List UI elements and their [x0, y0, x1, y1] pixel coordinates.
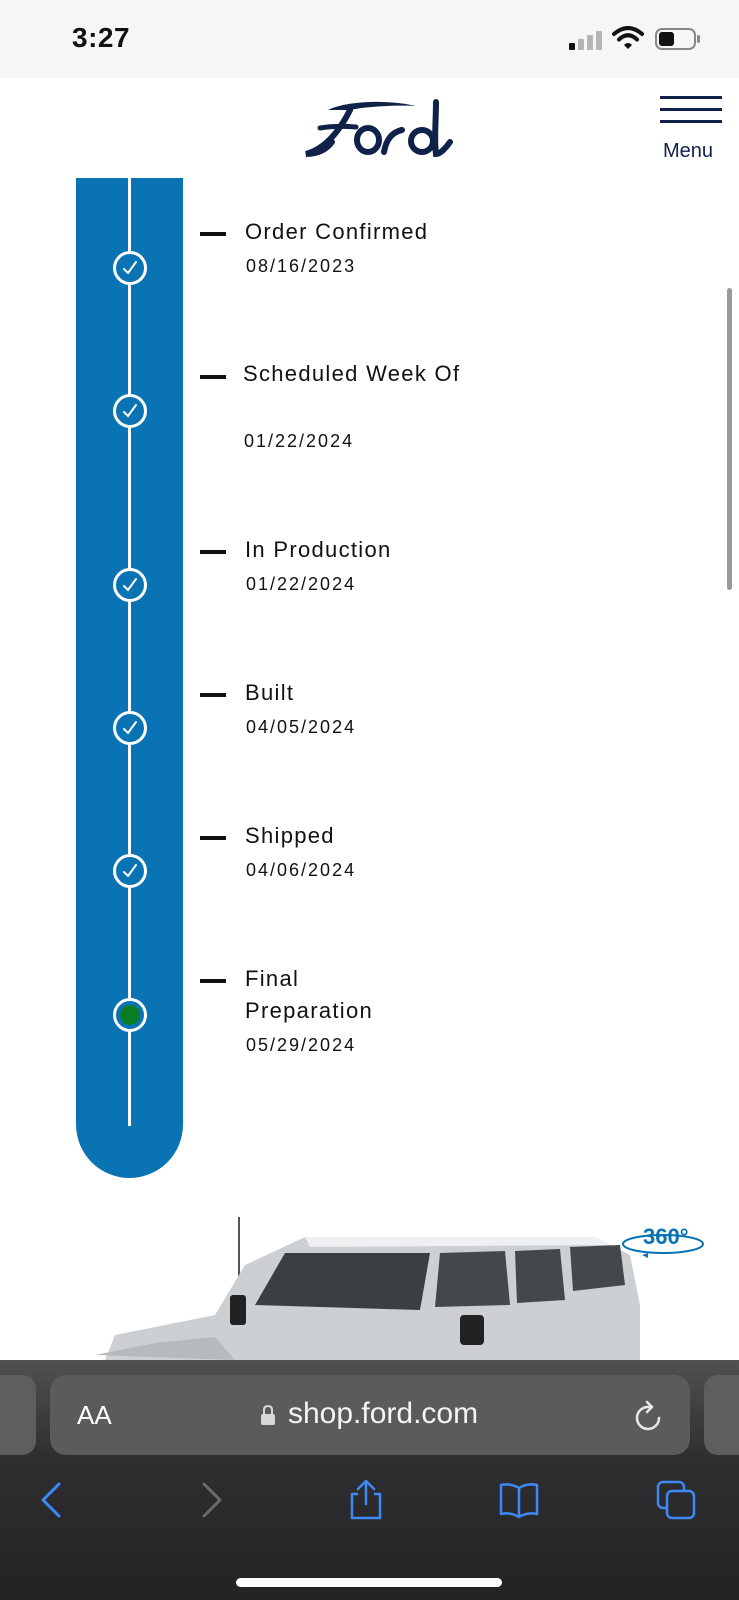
step-label: Final Preparation: [245, 966, 374, 1023]
step-date: 08/16/2023: [246, 256, 357, 276]
status-time: 3:27: [72, 22, 131, 53]
share-icon[interactable]: [346, 1480, 386, 1520]
check-icon: [123, 578, 137, 592]
text-size-button[interactable]: AA: [77, 1400, 112, 1430]
battery-icon: [655, 28, 700, 50]
step-complete-node: [113, 394, 147, 428]
step-dash: [200, 979, 226, 983]
page-scrollbar[interactable]: [727, 288, 732, 590]
step-dash: [200, 836, 226, 840]
step-label: Order Confirmed: [245, 219, 429, 244]
step-label: Built: [245, 680, 295, 705]
step-label: Scheduled Week Of: [243, 361, 461, 386]
site-header: Menu: [6, 78, 739, 178]
current-status-dot: [120, 1005, 140, 1025]
status-bar: 3:27: [0, 0, 739, 78]
step-date: 04/05/2024: [246, 717, 357, 737]
back-icon[interactable]: [33, 1480, 73, 1520]
360-view-label: 360°: [643, 1224, 689, 1249]
step-dash: [200, 550, 226, 554]
forward-icon[interactable]: [190, 1480, 230, 1520]
step-dash: [200, 232, 226, 236]
next-tab-peek[interactable]: [704, 1375, 739, 1455]
step-complete-node: [113, 854, 147, 888]
menu-button[interactable]: Menu: [646, 96, 722, 166]
step-date: 04/06/2024: [246, 860, 357, 880]
step-label: Shipped: [245, 823, 335, 848]
bookmarks-icon[interactable]: [499, 1480, 539, 1520]
step-label: In Production: [245, 537, 392, 562]
tabs-icon[interactable]: [656, 1480, 696, 1520]
url-text: shop.ford.com: [288, 1397, 479, 1430]
home-indicator[interactable]: [236, 1578, 502, 1587]
step-date: 01/22/2024: [244, 431, 355, 451]
vehicle-image[interactable]: [95, 1215, 665, 1360]
check-icon: [123, 261, 137, 275]
menu-label: Menu: [663, 140, 714, 162]
step-complete-node: [113, 711, 147, 745]
360-view-icon[interactable]: [620, 1222, 706, 1260]
step-complete-node: [113, 251, 147, 285]
address-bar[interactable]: [50, 1375, 690, 1455]
step-date: 05/29/2024: [246, 1035, 357, 1055]
reload-icon[interactable]: [634, 1400, 664, 1432]
step-dash: [200, 375, 226, 379]
step-complete-node: [113, 568, 147, 602]
wifi-icon: [612, 26, 644, 49]
ford-logo[interactable]: [298, 96, 456, 166]
check-icon: [123, 404, 137, 418]
signal-icon: [569, 31, 602, 50]
step-date: 01/22/2024: [246, 574, 357, 594]
check-icon: [123, 864, 137, 878]
previous-tab-peek[interactable]: [0, 1375, 36, 1455]
order-timeline-line: [128, 178, 131, 1126]
step-current-node: [113, 998, 147, 1032]
lock-icon: [261, 1404, 275, 1425]
check-icon: [123, 721, 137, 735]
step-dash: [200, 693, 226, 697]
